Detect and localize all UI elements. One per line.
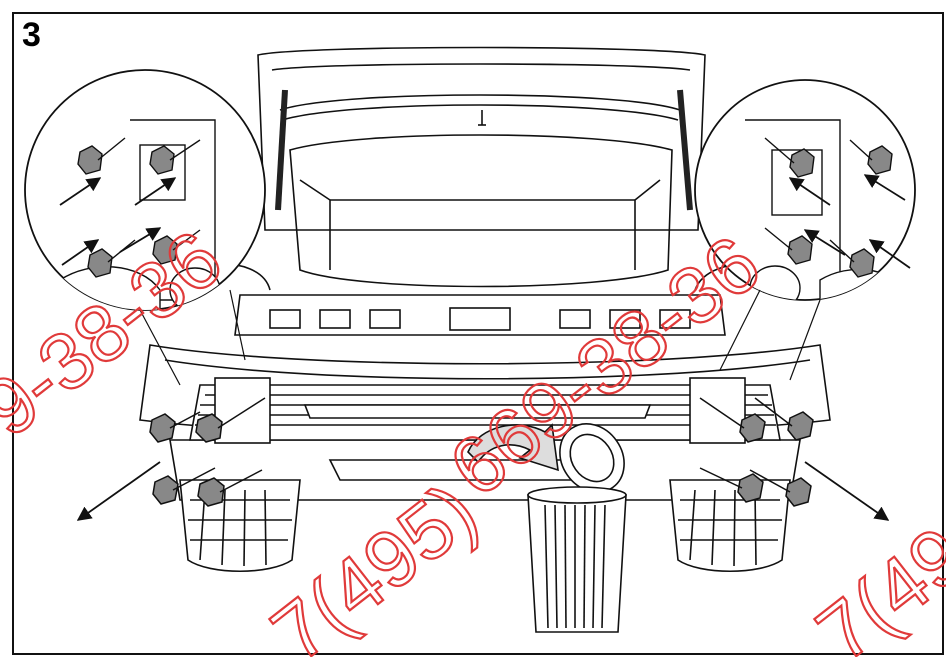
bolt-icon	[149, 411, 201, 443]
bolt-icon	[77, 137, 126, 175]
bolt-icon	[764, 227, 813, 265]
trash-can-icon	[527, 423, 627, 633]
curved-arrow-icon	[467, 423, 559, 472]
removal-arrow-icon	[76, 461, 890, 521]
removal-arrow-icon	[788, 174, 911, 269]
right-tyre	[669, 479, 791, 572]
bolt-icon	[152, 229, 201, 265]
bolt-icon	[829, 239, 875, 278]
bolt-icon	[849, 139, 893, 175]
bolt-icon	[149, 139, 201, 175]
bolt-icon	[197, 469, 263, 507]
bolt-icon	[764, 137, 815, 178]
detail-callout-left	[24, 69, 266, 386]
step-number: 3	[22, 16, 41, 54]
bolt-icon	[195, 397, 266, 443]
bolt-icon	[152, 467, 216, 505]
removal-arrow-icon	[59, 177, 177, 266]
bolt-icon	[754, 397, 814, 441]
latch-row	[269, 307, 691, 331]
bumper-reinforcement-beam	[189, 377, 781, 444]
bolts	[149, 397, 814, 507]
bolt-icon	[749, 469, 812, 507]
bolt-icon	[699, 467, 764, 503]
bolt-icon	[699, 397, 766, 443]
watermark-fragment-right: 7(49	[801, 510, 946, 657]
